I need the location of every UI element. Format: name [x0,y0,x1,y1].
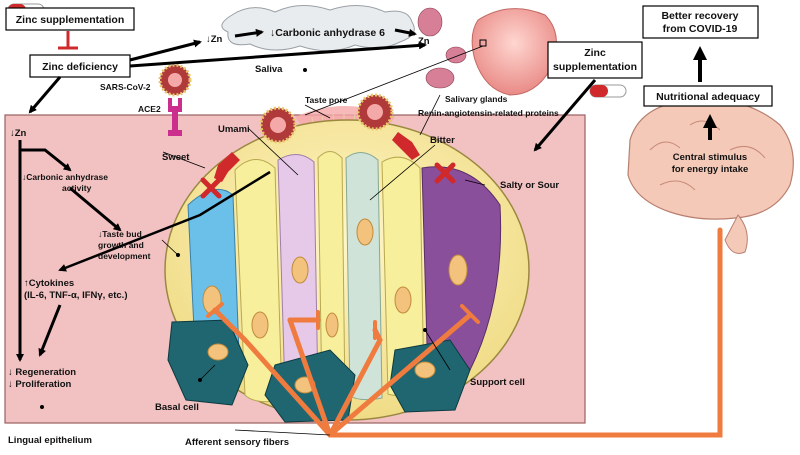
basal-cell-right-nucleus [414,361,436,379]
central-stimulus-2: for energy intake [672,164,749,175]
sweet-receptor [214,152,240,182]
ca-activity-1: ↓Carbonic anhydrase [22,172,108,182]
regeneration-label: ↓ Regeneration [8,367,76,378]
better-recovery-text-2: from COVID-19 [663,23,738,35]
flow-arrows [16,28,717,362]
zn-saliva: Zn [418,36,430,47]
lingual-epithelium-label: Lingual epithelium [8,435,92,446]
umami-cell-nucleus [291,256,309,284]
zn-down-top: ↓Zn [206,34,223,45]
taste-pore-label: Taste pore [305,95,348,105]
cytokines-2: (IL-6, TNF-α, IFNγ, etc.) [24,290,127,301]
salivary-glands-icon [417,7,467,89]
carbonic-anhydrase-6: ↓Carbonic anhydrase 6 [270,27,385,39]
taste-bud-3: development [98,251,151,261]
nutritional-adequacy-box [643,85,773,107]
ace2-receptor [168,98,182,136]
bitter-receptor [392,132,420,160]
sars-cov-2-label: SARS-CoV-2 [100,82,151,92]
support-cell-left-nucleus [251,311,269,339]
central-stimulus-1: Central stimulus [673,152,747,163]
sars-cov-2-virus-bitter [356,93,394,131]
bitter-cell-nucleus [356,218,374,246]
sars-cov-2-virus-top [158,63,192,97]
inhibition-symbol [58,31,78,50]
support-cell-label: Support cell [470,377,525,388]
sweet-label: Sweet [162,152,190,163]
nutritional-adequacy-text: Nutritional adequacy [656,91,760,103]
saliva-cloud [221,5,415,52]
bitter-cell [345,152,383,401]
zinc-supp-top-text: Zinc supplementation [16,14,125,26]
zinc-supp-right-box [547,41,643,79]
better-recovery-text-1: Better recovery [661,10,738,22]
better-recovery-box [642,5,759,39]
ace2-label: ACE2 [138,104,161,114]
cytokines-1: ↑Cytokines [24,278,74,289]
salty-sour-inhibited-x-icon [434,162,456,184]
zinc-supp-right-text-2: supplementation [553,61,637,73]
support-cell-right-nucleus [394,286,412,314]
nerve-terminals [206,302,480,340]
tongue-icon [471,8,557,96]
salty-sour-cell-nucleus [448,254,468,286]
taste-bud-1: ↓Taste bud [98,229,142,239]
support-marker-dot [423,328,427,332]
basal-marker-dot [198,378,202,382]
ca-activity-2: activity [62,183,92,193]
bud-marker-dot [176,253,180,257]
basal-cell-label: Basal cell [155,402,199,413]
taste-bud-2: growth and [98,240,144,250]
renin-label: Renin-angiotensin-related proteins [418,108,559,118]
zinc-supp-top-box [5,7,135,31]
bitter-label: Bitter [430,135,455,146]
support-cell-center-nucleus [325,312,339,338]
epithelium-marker-dot [40,405,44,409]
zn-down-left: ↓Zn [10,128,27,139]
salivary-glands-label: Salivary glands [445,94,508,104]
salty-sour-label: Salty or Sour [500,180,559,191]
proliferation-label: ↓ Proliferation [8,379,72,390]
tongue-zoom-line [304,45,484,116]
afferent-sensory-fibers [212,227,723,438]
afferent-label: Afferent sensory fibers [185,437,289,448]
tongue-marker-dot [303,68,307,72]
sweet-inhibited-x-icon [200,177,222,199]
zinc-supp-right-text-1: Zinc [584,47,606,59]
saliva-label: Saliva [255,64,283,75]
basal-cell-left-nucleus [207,343,229,361]
sars-cov-2-virus-umami [259,106,297,144]
leader-lines [161,94,486,436]
umami-label: Umami [218,124,250,135]
zinc-deficiency-text: Zinc deficiency [42,61,118,73]
pill-icon-right [589,84,627,98]
